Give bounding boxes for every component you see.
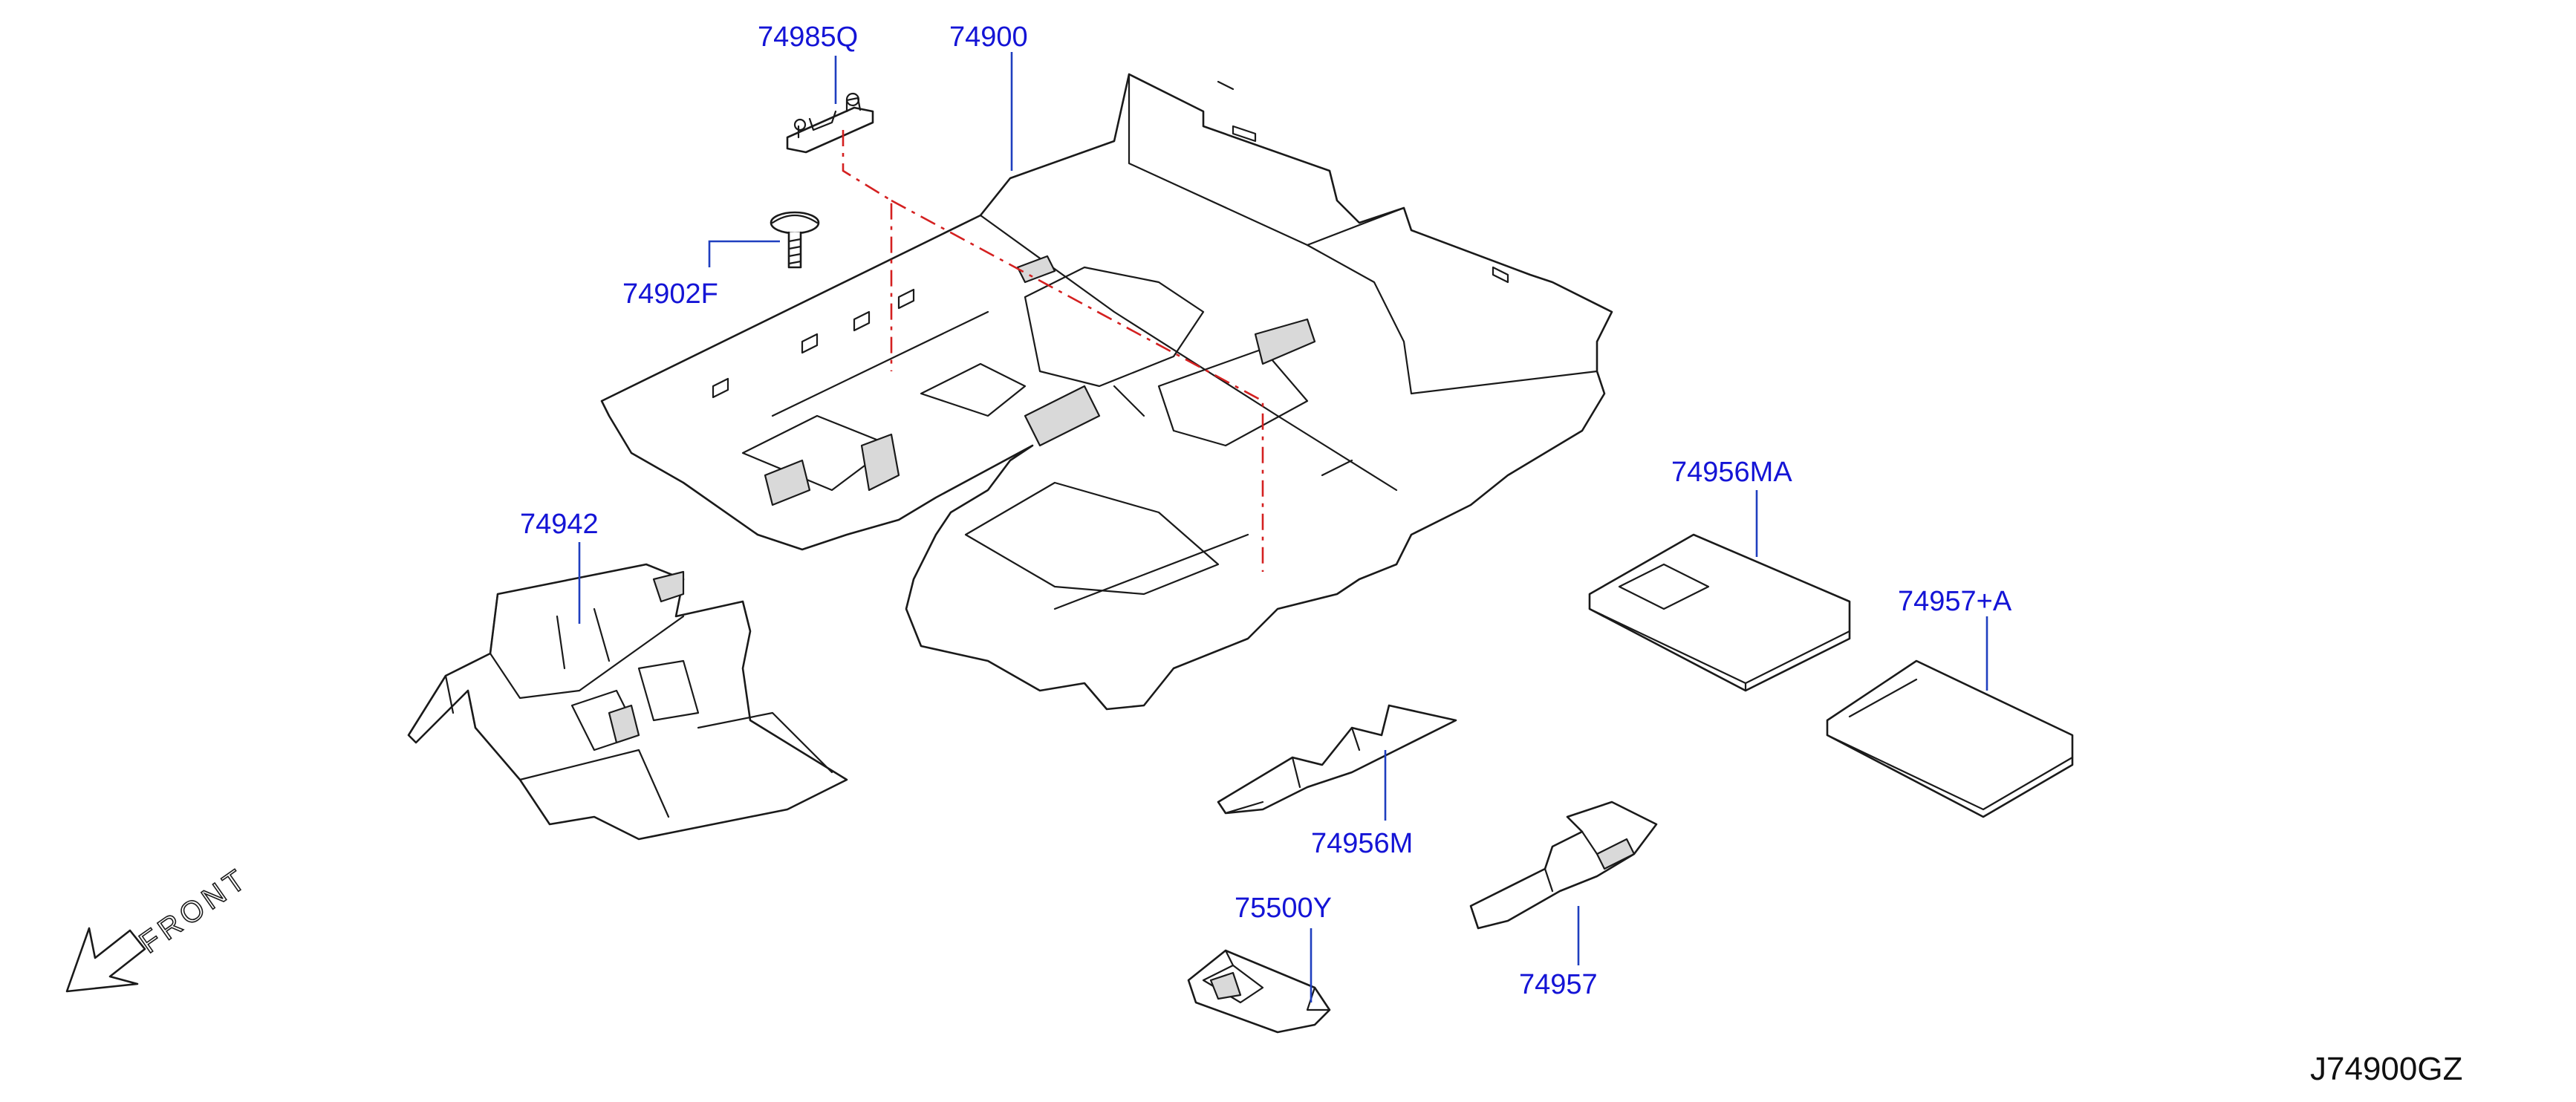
floor-mat-74956MA bbox=[1588, 533, 1851, 692]
callout-74985Q: 74985Q bbox=[758, 22, 858, 53]
clip-74985Q bbox=[786, 92, 874, 154]
floor-carpet-74900 bbox=[600, 73, 1613, 711]
callout-74957A: 74957+A bbox=[1898, 586, 2012, 617]
callout-74942: 74942 bbox=[520, 509, 599, 540]
spacer-74956M bbox=[1217, 704, 1457, 815]
callout-75500Y: 75500Y bbox=[1235, 893, 1332, 924]
front-direction-indicator: FRONT bbox=[65, 861, 255, 993]
front-label: FRONT bbox=[134, 861, 255, 959]
bracket-75500Y bbox=[1187, 949, 1331, 1034]
callout-74956MA: 74956MA bbox=[1671, 457, 1792, 488]
relation-lines bbox=[842, 130, 1264, 572]
dash-insulator-74942 bbox=[407, 563, 848, 841]
diagram-id: J74900GZ bbox=[2310, 1051, 2462, 1087]
callout-74900: 74900 bbox=[949, 22, 1028, 53]
front-arrow-icon bbox=[65, 927, 146, 993]
clip-74902F bbox=[770, 211, 820, 269]
callout-74902F: 74902F bbox=[622, 278, 718, 310]
leader-lines bbox=[578, 52, 1988, 1002]
floor-mat-74957A bbox=[1826, 659, 2074, 818]
callout-74957: 74957 bbox=[1519, 969, 1598, 1000]
callout-74956M: 74956M bbox=[1311, 828, 1413, 859]
callout-labels: 74985Q 74900 74902F 74942 74956MA 74957+… bbox=[520, 22, 2012, 1000]
spacer-74957 bbox=[1469, 801, 1658, 930]
